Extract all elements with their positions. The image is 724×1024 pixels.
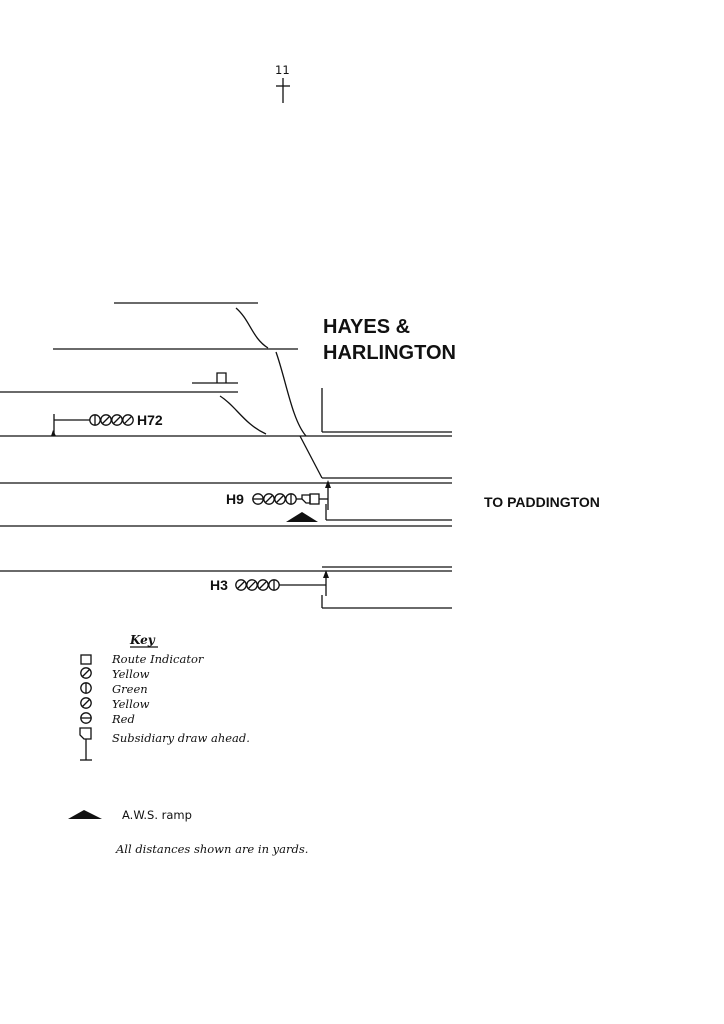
key-item-subsidiary: Subsidiary draw ahead. [112, 731, 250, 745]
signal-h3 [235, 574, 327, 596]
h3-post-arrow [323, 570, 329, 578]
aws-ramp-label: A.W.S. ramp [122, 808, 192, 822]
buffer-stop-icon [216, 372, 227, 383]
mileage-mark: 11 [275, 63, 290, 77]
subsidiary-icon [79, 727, 92, 740]
key-item-green: Green [112, 682, 148, 696]
station-name-line1: HAYES & [323, 316, 410, 338]
crossover-curve-2 [275, 351, 307, 437]
key-item-route-indicator: Route Indicator [111, 652, 205, 666]
yellow-aspect-icon [80, 667, 92, 679]
destination-label: TO PADDINGTON [484, 494, 600, 510]
yellow-aspect-icon-2 [80, 697, 92, 709]
key-item-red: Red [111, 712, 135, 726]
aws-ramp-diagram [286, 512, 318, 522]
key-title: Key [129, 633, 156, 647]
station-name-line2: HARLINGTON [323, 342, 456, 364]
signal-h9 [252, 488, 329, 510]
h72-post-foot [51, 430, 56, 436]
signal-h72 [53, 414, 134, 434]
route-indicator-icon [80, 654, 92, 665]
crossover-curve-1 [235, 307, 269, 349]
signal-label-h3: H3 [210, 577, 228, 593]
aws-ramp-key-icon [68, 810, 102, 819]
signal-label-h72: H72 [137, 412, 163, 428]
key-item-yellow-2: Yellow [112, 697, 150, 711]
signal-label-h9: H9 [226, 491, 244, 507]
crossover-curve-3 [219, 395, 267, 435]
key-symbols [79, 654, 92, 761]
h9-post-arrow [325, 480, 331, 488]
distances-note: All distances shown are in yards. [115, 842, 308, 856]
crossover-diagonal [299, 435, 323, 479]
key-item-yellow: Yellow [112, 667, 150, 681]
